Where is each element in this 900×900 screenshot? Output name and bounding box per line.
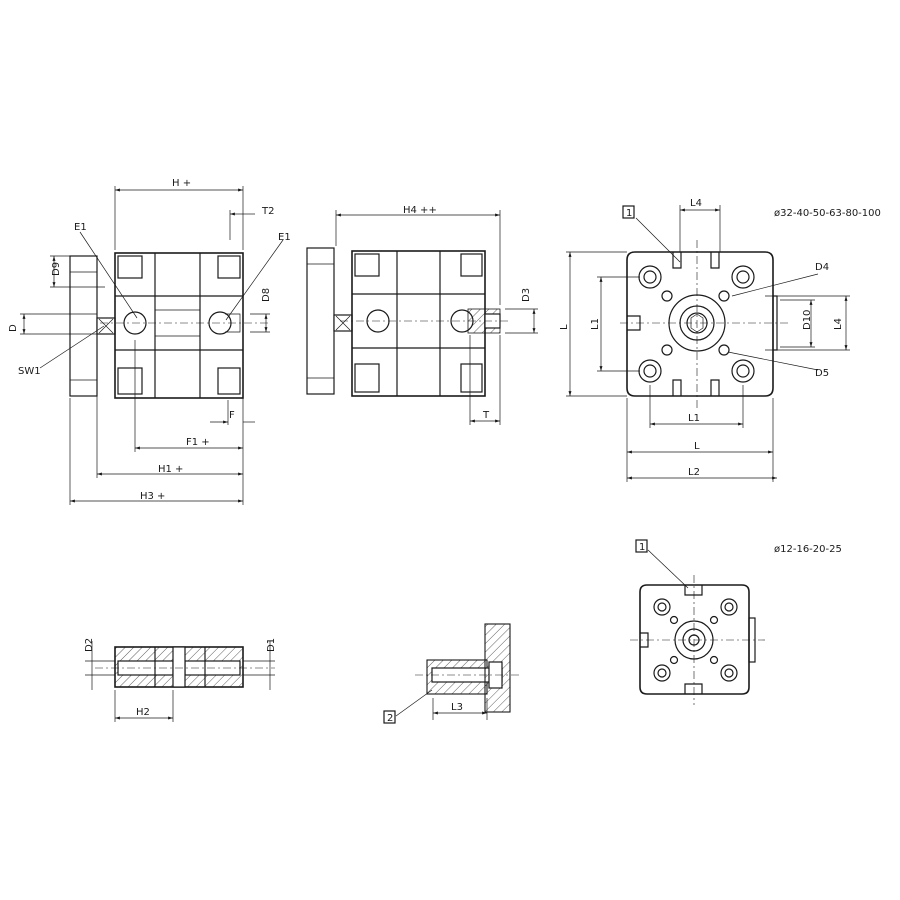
label-callout-1-bottom: 1	[639, 542, 645, 553]
side-view-middle	[306, 210, 538, 425]
callout-box-2	[383, 710, 396, 724]
label-h3-plus: H3 +	[140, 491, 165, 502]
label-l-left: L	[559, 324, 570, 330]
label-sw1: SW1	[18, 366, 41, 377]
label-l4-right: L4	[833, 318, 844, 330]
label-l1-left: L1	[590, 318, 601, 330]
label-callout-2: 2	[387, 713, 393, 724]
label-l3: L3	[451, 702, 463, 713]
dimension-labels: E1 D9 D SW1 H + T2 E1 D8 F F1 + H1 + H3 …	[8, 178, 881, 724]
label-f: F	[229, 410, 235, 421]
front-view-large	[566, 205, 850, 482]
label-d3: D3	[521, 288, 532, 302]
label-d5: D5	[815, 368, 829, 379]
section-h2	[85, 641, 275, 722]
label-size-range-small: ø12-16-20-25	[774, 544, 842, 555]
label-h1-plus: H1 +	[158, 464, 183, 475]
label-f1-plus: F1 +	[186, 437, 210, 448]
label-d: D	[8, 324, 19, 332]
square-flange-small	[639, 584, 750, 695]
label-d2: D2	[84, 638, 95, 652]
label-l1-bottom: L1	[688, 413, 700, 424]
label-d10: D10	[802, 310, 813, 330]
label-callout-1-top: 1	[626, 208, 632, 219]
square-flange	[626, 251, 774, 397]
cylinder-body	[114, 252, 244, 399]
label-l-bottom: L	[694, 441, 700, 452]
callout-box-1-top	[622, 205, 635, 219]
label-size-range-large: ø32-40-50-63-80-100	[774, 208, 881, 219]
label-h4-pp: H4 ++	[403, 205, 437, 216]
label-d1: D1	[266, 638, 277, 652]
label-h2: H2	[136, 707, 150, 718]
label-d9: D9	[51, 262, 62, 276]
label-l2-bottom: L2	[688, 467, 700, 478]
label-l4-top: L4	[690, 198, 702, 209]
label-e1-left: E1	[74, 222, 87, 233]
label-t2: T2	[261, 206, 274, 217]
label-d4: D4	[815, 262, 829, 273]
section-l3	[383, 623, 520, 724]
side-view-left	[20, 186, 284, 505]
label-t: T	[482, 410, 490, 421]
front-plate	[69, 255, 98, 397]
label-e1-right: E1	[278, 232, 291, 243]
cylinder-body-2	[351, 250, 486, 397]
label-h-plus: H +	[172, 178, 191, 189]
label-d8: D8	[261, 288, 272, 302]
callout-box-1-bottom	[635, 539, 648, 553]
front-plate-2	[306, 247, 335, 395]
front-view-small	[630, 539, 765, 705]
